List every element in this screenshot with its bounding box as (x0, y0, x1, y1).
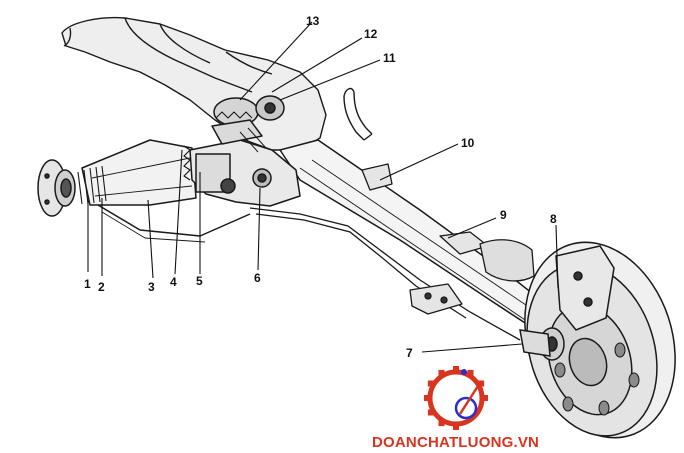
gear-tooth (427, 380, 434, 387)
callout-8: 8 (550, 212, 557, 226)
leader-lines (87, 21, 559, 353)
gear-tooth (482, 395, 488, 401)
gear-tooth (427, 409, 434, 416)
input-flange (37, 159, 107, 217)
callout-2: 2 (98, 280, 105, 294)
callout-6: 6 (254, 271, 261, 285)
callout-11: 11 (383, 51, 396, 65)
spring-seats (361, 163, 535, 315)
gear-tooth (453, 366, 459, 372)
callout-13: 13 (306, 14, 320, 28)
callout-5: 5 (196, 274, 203, 288)
watermark-text: DOANCHATLUONG.VN (372, 434, 539, 451)
differential-carrier (183, 95, 301, 207)
brake-drum (519, 241, 676, 439)
spark-icon (458, 385, 480, 415)
gear-tooth (438, 420, 445, 427)
callout-12: 12 (364, 27, 378, 41)
callout-3: 3 (148, 280, 155, 294)
callout-4: 4 (170, 275, 177, 289)
callout-9: 9 (500, 208, 507, 222)
gear-tooth (478, 380, 485, 387)
torque-tube (81, 139, 251, 243)
watermark-logo: DOANCHATLUONG.VN (372, 366, 539, 451)
gear-tooth (453, 424, 459, 430)
callout-1: 1 (84, 277, 91, 291)
breather-hose (343, 87, 373, 141)
callout-labels: 1 2 3 4 5 6 7 8 9 10 11 12 13 (84, 14, 557, 360)
gear-tooth (467, 369, 474, 376)
callout-10: 10 (461, 136, 475, 150)
gear-tooth (438, 369, 445, 376)
callout-7: 7 (406, 346, 413, 360)
dot-icon (461, 369, 467, 375)
gear-tooth (424, 395, 430, 401)
gear-icon (424, 366, 488, 430)
ring-icon (454, 396, 478, 420)
